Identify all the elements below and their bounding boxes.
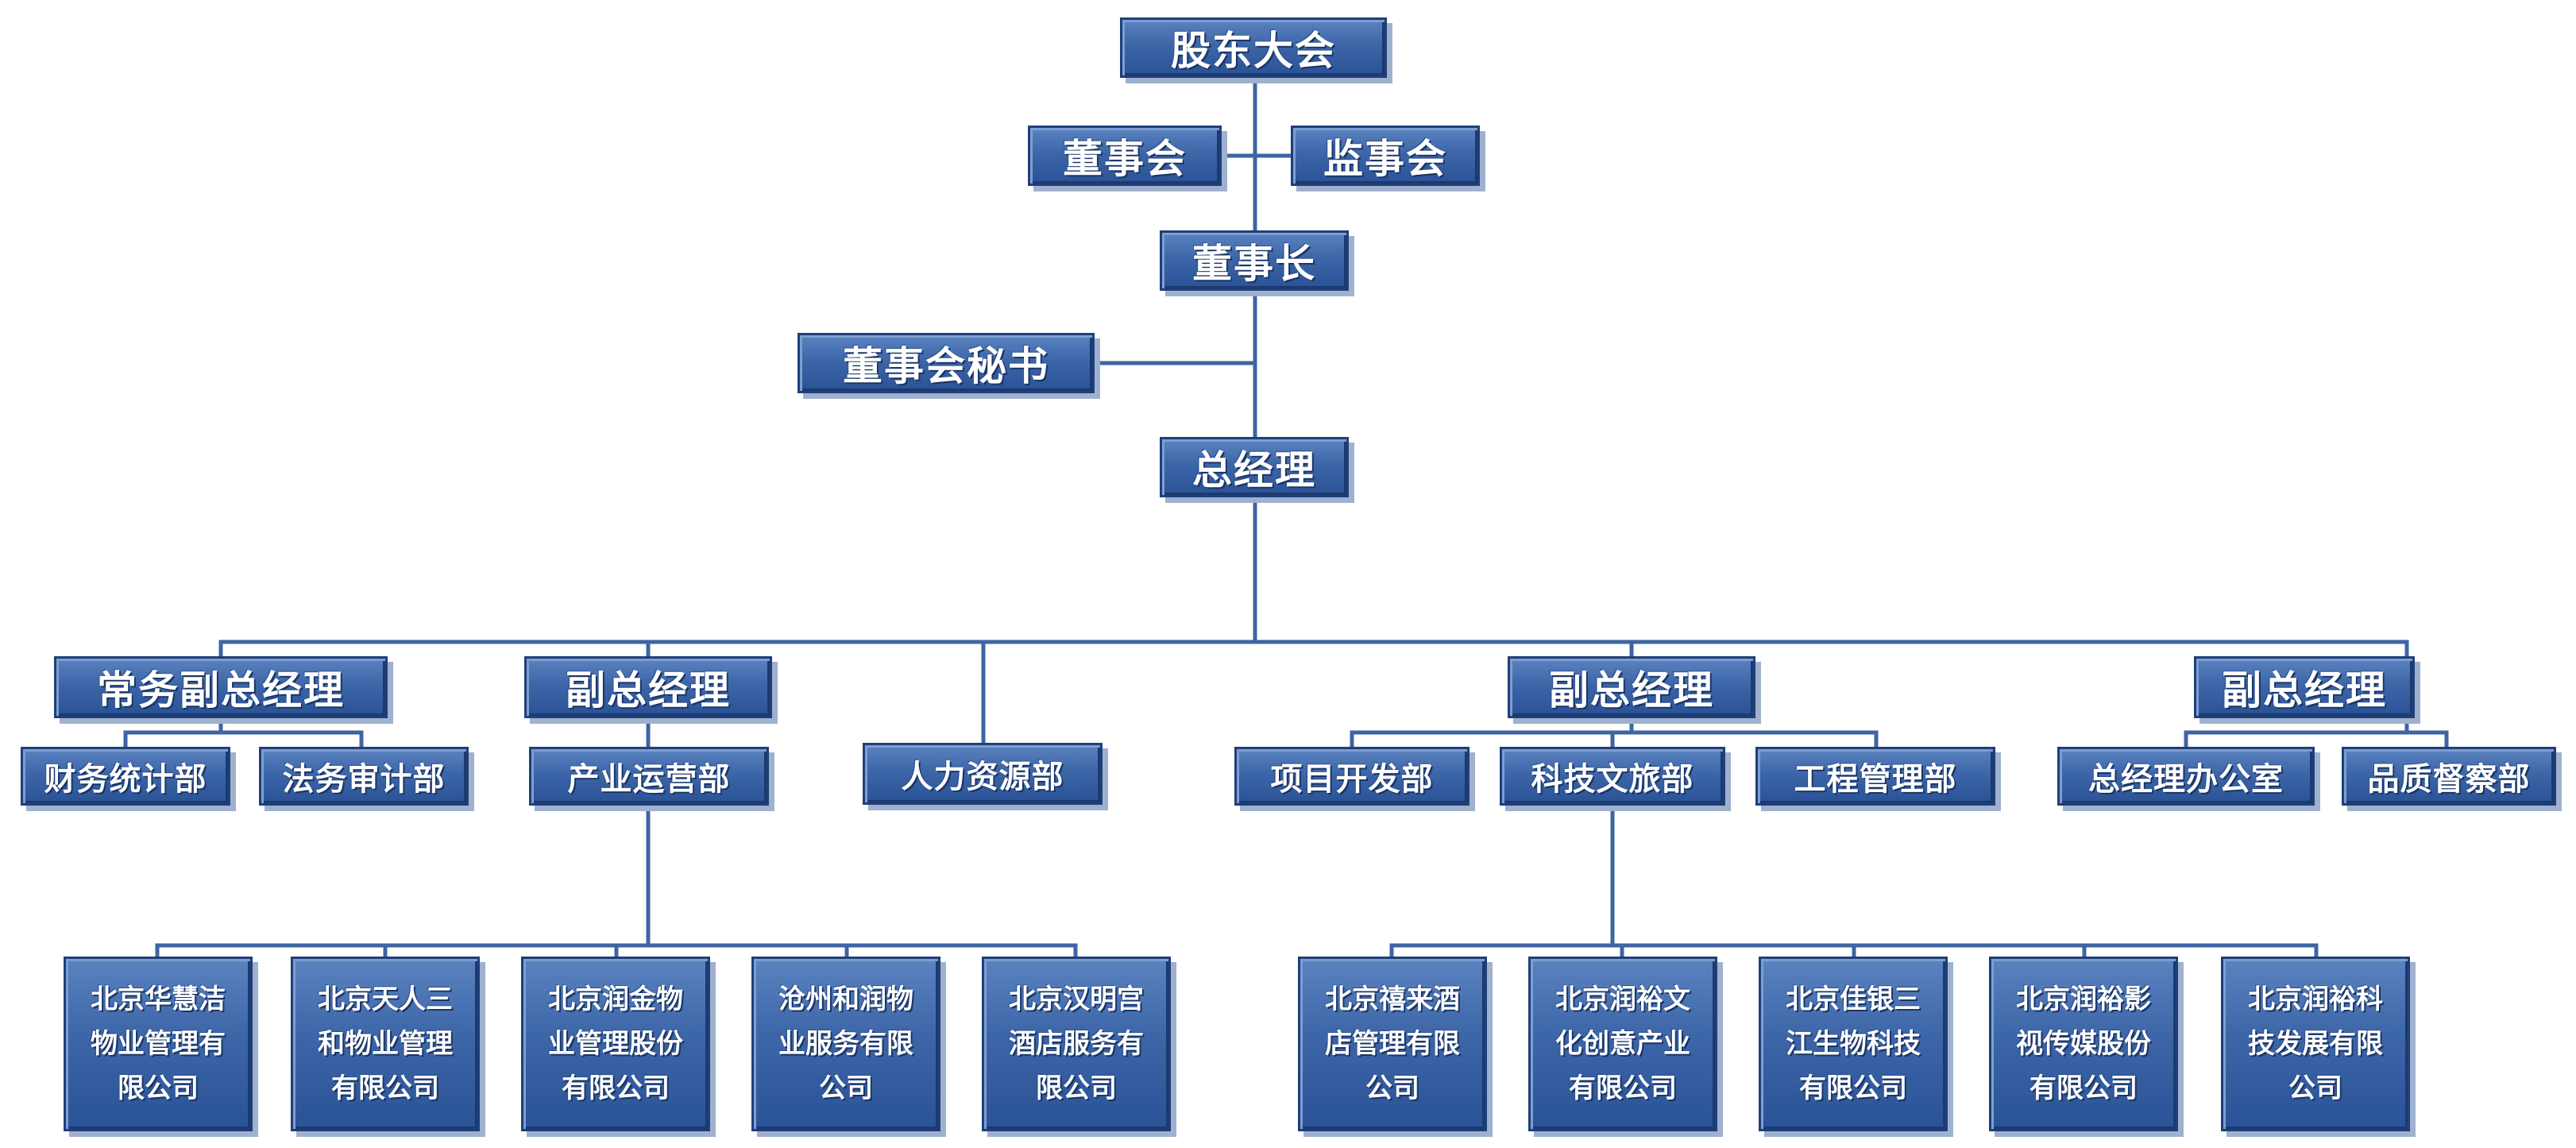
node-vp-2: 副总经理: [1508, 656, 1755, 718]
node-label: 北京天人三 和物业管理 有限公司: [318, 984, 453, 1104]
node-label: 总经理: [1192, 446, 1316, 493]
node-board-of-directors: 董事会: [1028, 126, 1222, 186]
node-label: 北京禧来酒 店管理有限 公司: [1325, 984, 1460, 1104]
node-hr-department: 人力资源部: [863, 743, 1103, 805]
node-label: 科技文旅部: [1531, 760, 1694, 798]
node-label: 常务副总经理: [97, 667, 345, 713]
node-tech-tourism-department: 科技文旅部: [1500, 747, 1725, 806]
node-label: 副总经理: [566, 667, 731, 713]
node-label: 项目开发部: [1270, 760, 1434, 798]
node-label: 董事长: [1192, 240, 1316, 287]
node-quality-supervision-department: 品质督察部: [2342, 747, 2556, 806]
node-board-of-supervisors: 监事会: [1291, 126, 1480, 186]
node-engineering-department: 工程管理部: [1755, 747, 1995, 806]
node-label: 股东大会: [1171, 27, 1336, 74]
node-chairman: 董事长: [1160, 230, 1349, 291]
node-label: 工程管理部: [1794, 760, 1957, 798]
node-label: 品质督察部: [2367, 760, 2531, 798]
node-subsidiary-b2: 北京润裕文 化创意产业 有限公司: [1528, 957, 1717, 1131]
node-label: 沧州和润物 业服务有限 公司: [778, 984, 913, 1104]
node-label: 副总经理: [1549, 667, 1714, 713]
node-industry-operations-department: 产业运营部: [529, 747, 769, 806]
node-vp-1: 副总经理: [524, 656, 772, 718]
node-label: 财务统计部: [44, 760, 207, 798]
node-subsidiary-a4: 沧州和润物 业服务有限 公司: [751, 957, 940, 1131]
node-label: 北京润裕科 技发展有限 公司: [2248, 984, 2383, 1104]
node-subsidiary-a5: 北京汉明宫 酒店服务有 限公司: [982, 957, 1171, 1131]
node-label: 董事会: [1063, 135, 1187, 182]
node-subsidiary-b4: 北京润裕影 视传媒股份 有限公司: [1989, 957, 2178, 1131]
node-label: 北京华慧洁 物业管理有 限公司: [91, 984, 226, 1104]
node-subsidiary-b1: 北京禧来酒 店管理有限 公司: [1298, 957, 1487, 1131]
node-label: 产业运营部: [567, 760, 731, 798]
node-label: 董事会秘书: [843, 342, 1049, 389]
node-general-manager: 总经理: [1160, 437, 1349, 497]
node-label: 北京润裕影 视传媒股份 有限公司: [2016, 984, 2151, 1104]
node-shareholders-meeting: 股东大会: [1120, 17, 1387, 78]
node-legal-audit-department: 法务审计部: [259, 747, 469, 806]
node-label: 法务审计部: [282, 760, 446, 798]
node-subsidiary-b5: 北京润裕科 技发展有限 公司: [2221, 957, 2410, 1131]
node-executive-vp: 常务副总经理: [54, 656, 388, 718]
node-gm-office: 总经理办公室: [2057, 747, 2315, 806]
node-label: 监事会: [1323, 135, 1447, 182]
node-subsidiary-a1: 北京华慧洁 物业管理有 限公司: [64, 957, 253, 1131]
node-label: 北京汉明宫 酒店服务有 限公司: [1009, 984, 1144, 1104]
node-project-development-department: 项目开发部: [1234, 747, 1470, 806]
node-finance-department: 财务统计部: [21, 747, 230, 806]
node-subsidiary-b3: 北京佳银三 江生物科技 有限公司: [1759, 957, 1948, 1131]
node-vp-3: 副总经理: [2194, 656, 2415, 718]
node-subsidiary-a2: 北京天人三 和物业管理 有限公司: [291, 957, 480, 1131]
node-board-secretary: 董事会秘书: [798, 333, 1095, 393]
node-label: 北京佳银三 江生物科技 有限公司: [1786, 984, 1921, 1104]
node-subsidiary-a3: 北京润金物 业管理股份 有限公司: [521, 957, 710, 1131]
node-label: 人力资源部: [901, 758, 1064, 795]
node-label: 北京润金物 业管理股份 有限公司: [548, 984, 683, 1104]
node-label: 总经理办公室: [2088, 760, 2284, 798]
node-label: 副总经理: [2222, 667, 2387, 713]
node-label: 北京润裕文 化创意产业 有限公司: [1555, 984, 1690, 1104]
